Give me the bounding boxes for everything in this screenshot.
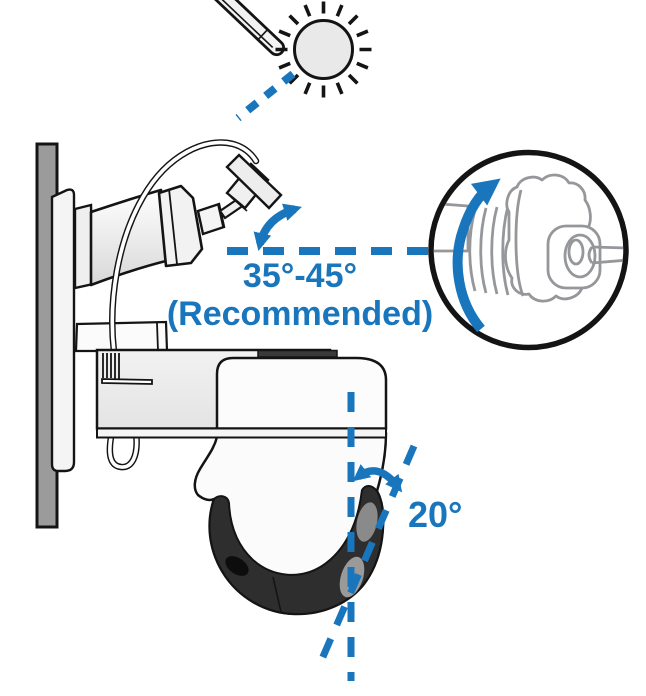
security-camera — [95, 348, 388, 616]
camera-dome-top — [215, 356, 388, 430]
housing-top-strip — [257, 349, 338, 358]
connector-rotation-inset — [428, 149, 629, 351]
solar-panel-arm — [73, 153, 283, 290]
arm-body — [89, 188, 172, 287]
connector-end-hole — [567, 238, 585, 266]
sunlight-dashed-line — [235, 70, 296, 122]
camera-drip-loop-cable — [106, 431, 140, 471]
arm-flange — [157, 184, 204, 268]
camera-seam-rim — [96, 427, 387, 439]
camera-angle-arrow — [352, 464, 403, 493]
camera-lens-left — [225, 556, 249, 576]
housing-vent-slats — [102, 353, 120, 379]
rotation-arrow — [452, 178, 501, 333]
panel-angle-note: (Recommended) — [167, 295, 433, 333]
solar-panel-cable — [109, 139, 260, 356]
panel-angle-arrow — [253, 203, 302, 252]
connector-nut-edge — [514, 189, 525, 297]
wall-mount-plate — [50, 188, 76, 473]
camera-tilt-label: 20° — [408, 494, 462, 535]
solar-panel — [108, 0, 285, 57]
sun-icon — [275, 1, 372, 98]
arm-neck — [196, 202, 226, 236]
band-segment-line — [272, 576, 282, 613]
housing-slot — [101, 378, 153, 385]
camera-lens-front-upper — [356, 502, 378, 542]
connector-threads — [468, 205, 510, 296]
camera-rear-mount-block — [74, 320, 169, 353]
connector-cable-right — [587, 245, 623, 265]
panel-angle-label: 35°-45° — [243, 257, 357, 295]
